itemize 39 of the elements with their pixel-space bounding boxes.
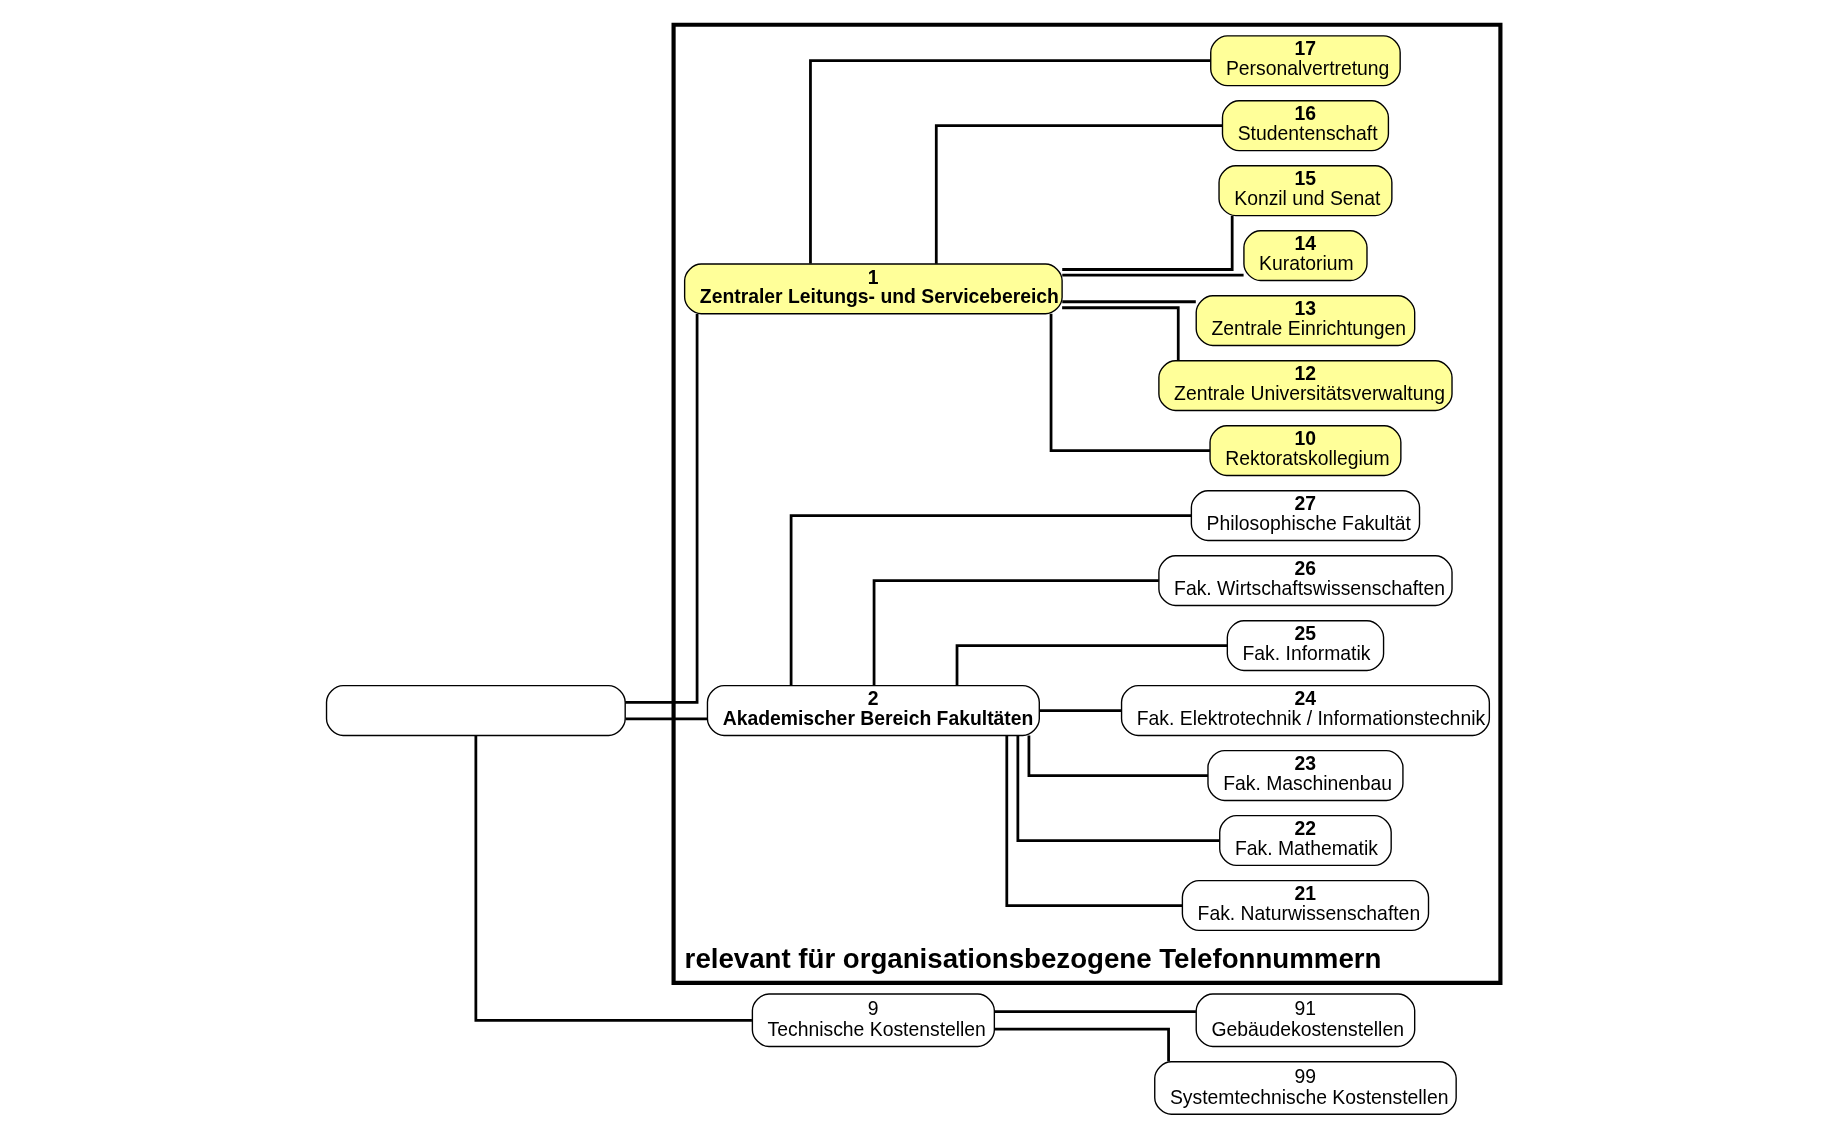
node-box: 24 Fak. Elektrotechnik / Informationstechnik	[1120, 684, 1491, 737]
node-box: 2 Akademischer Bereich Fakultäten	[706, 684, 1040, 737]
node-box: 27 Philosophische Fakultät	[1190, 490, 1421, 542]
connector	[789, 514, 1192, 686]
node-box: 1 Zentraler Leitungs- und Servicebereich	[683, 263, 1063, 315]
connector	[872, 579, 1159, 686]
node-box: 99 Systemtechnische Kostenstellen	[1154, 1061, 1457, 1115]
node-box: 14 Kuratorium	[1243, 230, 1368, 282]
node-box: 9 Technische Kostenstellen	[751, 993, 996, 1048]
node-box: 13 Zentrale Einrichtungen	[1195, 295, 1416, 347]
connector	[1062, 306, 1180, 361]
connector	[1027, 735, 1208, 777]
connector	[625, 314, 699, 704]
connector	[934, 124, 1223, 264]
connector	[994, 1027, 1170, 1062]
node-box: 25 Fak. Informatik	[1226, 620, 1385, 672]
connector	[1005, 735, 1183, 907]
connector	[474, 735, 752, 1022]
connector	[1062, 273, 1244, 277]
node-box: 21 Fak. Naturwissenschaften	[1181, 879, 1430, 932]
connector	[1062, 215, 1234, 271]
node-box: 12 Zentrale Universitätsverwaltung	[1158, 360, 1453, 412]
connector	[625, 717, 708, 721]
node-box: 17 Personalvertretung	[1210, 35, 1401, 87]
node-box: 26 Fak. Wirtschaftswissenschaften	[1158, 555, 1453, 607]
node-box: 22 Fak. Mathematik	[1219, 814, 1392, 867]
node-box: 23 Fak. Maschinenbau	[1207, 749, 1404, 802]
node-box: 16 Studentenschaft	[1221, 100, 1390, 152]
node-box: 91 Gebäudekostenstellen	[1195, 993, 1416, 1048]
connector	[809, 59, 1211, 264]
connector	[955, 644, 1228, 686]
node-box: 15 Konzil und Senat	[1218, 165, 1393, 217]
connector	[1016, 735, 1220, 842]
connector	[1062, 300, 1196, 304]
connector	[994, 1010, 1196, 1013]
connector	[1039, 709, 1122, 712]
connector	[1049, 313, 1210, 452]
node-box	[325, 684, 626, 737]
node-box: 10 Rektoratskollegium	[1209, 425, 1402, 477]
